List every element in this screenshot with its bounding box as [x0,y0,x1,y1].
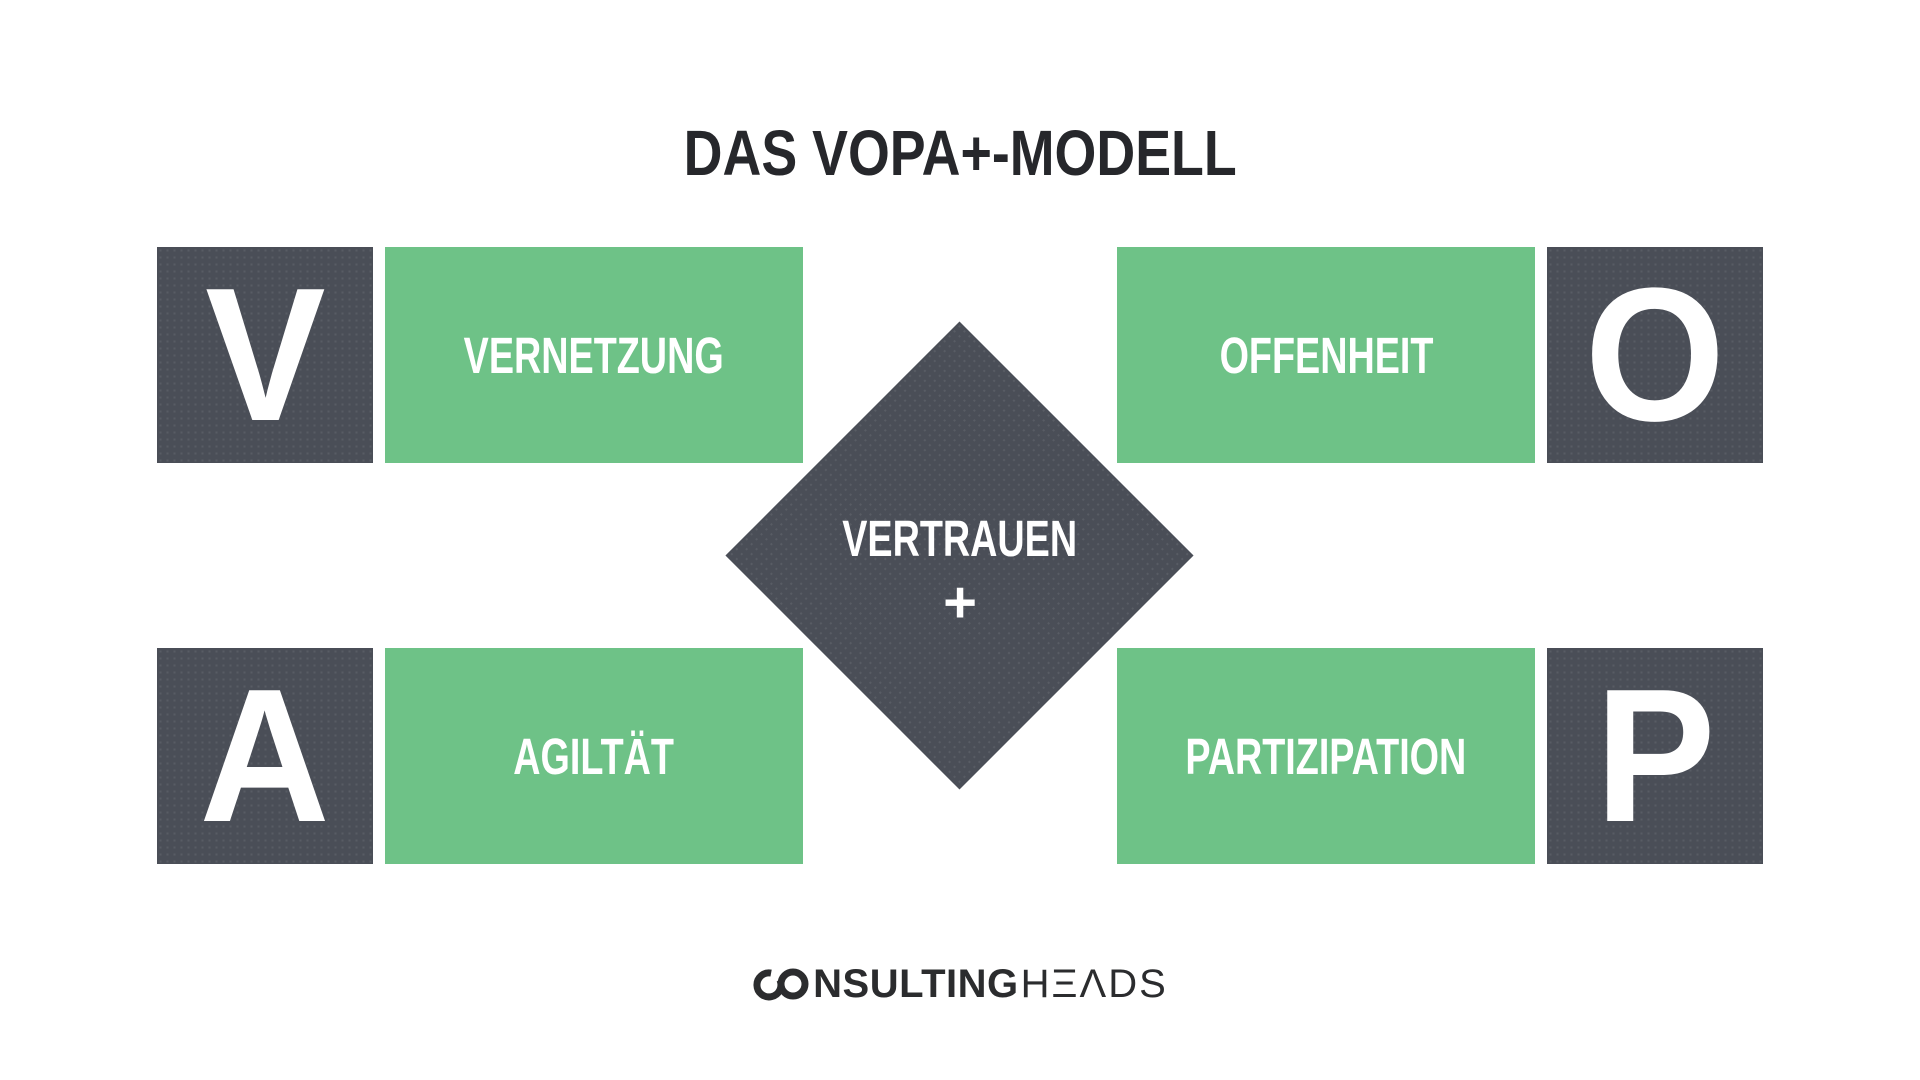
diamond-label-plus: + [943,570,977,635]
label-box-partizipation: PARTIZIPATION [1117,648,1535,864]
label-vernetzung: VERNETZUNG [463,326,724,384]
letter-tile-p: P [1547,648,1763,864]
diamond-label-vertrauen-text: VERTRAUEN [842,510,1078,567]
page-title: DAS VOPA+-MODELL [0,119,1920,187]
consultingheads-logo: NSULTING HΞΛDS [0,956,1920,1012]
consultingheads-co-mark-icon [753,968,809,1001]
letter-p: P [1594,650,1716,862]
diamond-label-vertrauen: VERTRAUEN [710,508,1210,570]
page-title-text: DAS VOPA+-MODELL [683,116,1237,189]
label-offenheit: OFFENHEIT [1219,326,1433,384]
logo-text-light: HΞΛDS [1020,962,1168,1006]
label-agiltat: AGILTÄT [513,727,675,785]
letter-tile-v: V [157,247,373,463]
letter-o: O [1584,249,1726,461]
logo-text-bold: NSULTING [813,962,1019,1006]
letter-a: A [199,650,331,862]
label-box-vernetzung: VERNETZUNG [385,247,803,463]
letter-tile-a: A [157,648,373,864]
label-box-agiltat: AGILTÄT [385,648,803,864]
label-box-offenheit: OFFENHEIT [1117,247,1535,463]
letter-tile-o: O [1547,247,1763,463]
label-partizipation: PARTIZIPATION [1185,727,1467,785]
center-diamond-text: VERTRAUEN + [710,508,1210,632]
letter-v: V [204,249,326,461]
